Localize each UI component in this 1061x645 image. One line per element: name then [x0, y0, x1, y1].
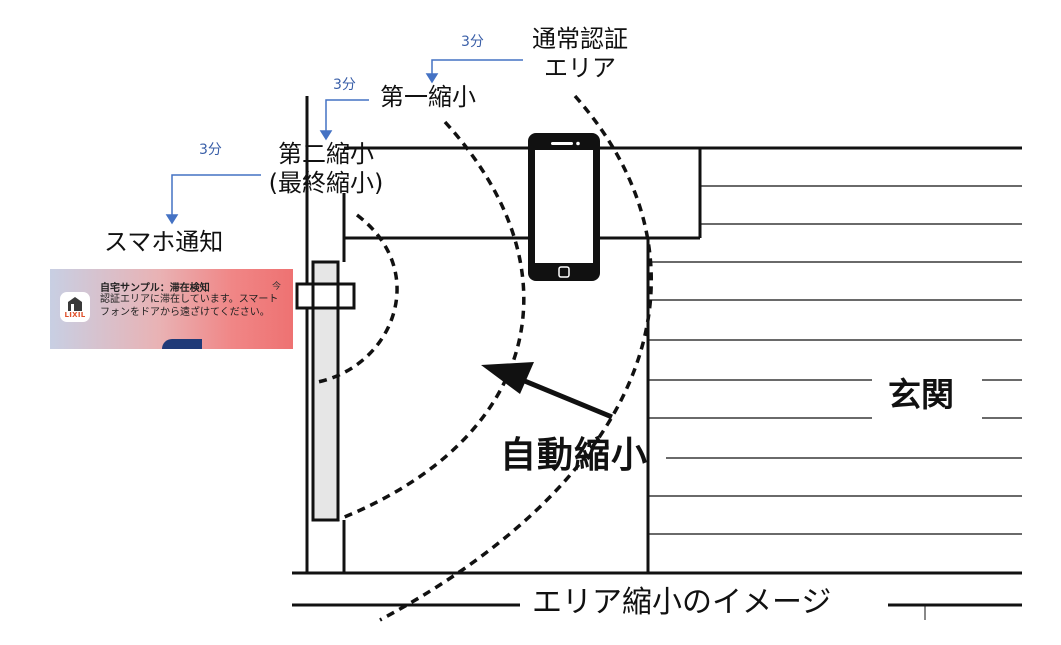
detection-areas [317, 94, 653, 622]
notification-banner[interactable]: LIXIL 自宅サンプル：滞在検知 今 認証エリアに滞在しています。スマートフォ… [50, 269, 293, 349]
second-shrink-label: 第二縮小 (最終縮小) [255, 140, 397, 198]
app-logo-text: LIXIL [64, 311, 86, 319]
entrance-label: 玄関 [888, 375, 954, 414]
normal-area-boundary [379, 94, 653, 622]
normal-area-label: 通常認証 エリア [522, 25, 638, 83]
interval-label-3: 3分 [199, 142, 222, 158]
entrance-floor-lines [648, 185, 1022, 535]
notification-body: 認証エリアに滞在しています。スマートフォンをドアから遠ざけてください。 [100, 294, 279, 318]
second-shrink-label-line2: (最終縮小) [268, 168, 384, 197]
notification-title: 自宅サンプル：滞在検知 [100, 283, 210, 294]
interval-arrow-2 [325, 99, 369, 133]
auto-shrink-arrow [481, 362, 613, 420]
interval-arrows [165, 59, 523, 225]
house-icon [68, 297, 82, 311]
interval-label-1: 3分 [461, 34, 484, 50]
interval-arrow-3 [171, 174, 261, 217]
notification-time: 今 [271, 282, 281, 292]
app-icon: LIXIL [60, 292, 90, 322]
door-handle [295, 282, 356, 310]
first-shrink-boundary [336, 120, 526, 522]
interval-arrow-1 [431, 59, 523, 76]
normal-area-label-line2: エリア [544, 53, 616, 82]
auto-shrink-label: 自動縮小 [500, 435, 649, 476]
walls [292, 96, 1022, 620]
interval-label-2: 3分 [333, 77, 356, 93]
normal-area-label-line1: 通常認証 [532, 25, 628, 53]
second-shrink-label-line1: 第二縮小 [278, 140, 374, 168]
smartphone-icon [528, 133, 600, 281]
second-shrink-boundary [317, 213, 399, 384]
first-shrink-label: 第一縮小 [380, 83, 476, 111]
caption-label: エリア縮小のイメージ [532, 585, 832, 620]
door [295, 260, 356, 522]
notification-background-accent [162, 339, 202, 349]
door-panel-outline [311, 260, 340, 522]
smartphone-notice-label: スマホ通知 [104, 228, 224, 256]
